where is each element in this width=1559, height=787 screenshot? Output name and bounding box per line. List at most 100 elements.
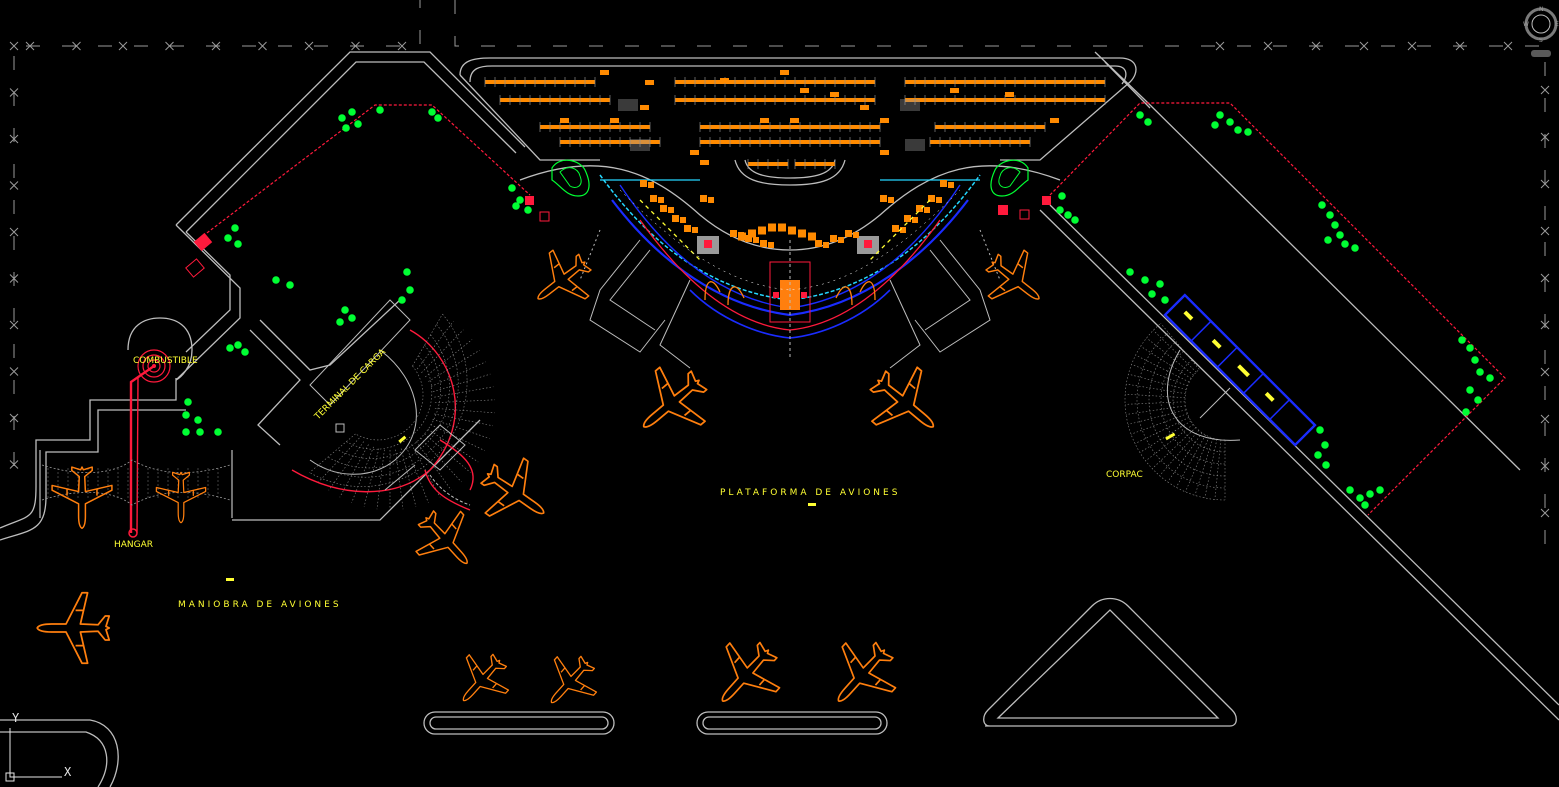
fan-spoke bbox=[351, 446, 374, 503]
terminal-seat bbox=[745, 235, 752, 242]
terminal-seat bbox=[730, 230, 737, 237]
tree-icon bbox=[234, 240, 242, 248]
apron-marking bbox=[639, 199, 931, 261]
tree-icon bbox=[342, 124, 350, 132]
tree-icon bbox=[1474, 396, 1482, 404]
tree-icon bbox=[272, 276, 280, 284]
terminal-seat bbox=[700, 195, 707, 202]
tree-icon bbox=[1351, 244, 1359, 252]
fan-spoke bbox=[427, 429, 479, 463]
fan-spoke bbox=[1130, 413, 1188, 435]
fan-spoke bbox=[421, 329, 464, 373]
terminal-seat bbox=[708, 197, 714, 203]
tree-icon bbox=[1326, 211, 1334, 219]
tree-icon bbox=[1346, 486, 1354, 494]
tree-icon bbox=[1148, 290, 1156, 298]
terminal-seat bbox=[648, 182, 654, 188]
terminal-seat bbox=[900, 227, 906, 233]
fence-marker bbox=[25, 41, 35, 51]
tree-icon bbox=[348, 108, 356, 116]
tree-icon bbox=[1056, 206, 1064, 214]
tree-icon bbox=[403, 268, 411, 276]
terminal-seat bbox=[692, 227, 698, 233]
parked-car bbox=[700, 160, 709, 165]
terminal-forecourt bbox=[459, 57, 1137, 251]
tree-icon bbox=[182, 411, 190, 419]
tree-icon bbox=[1366, 490, 1374, 498]
fence-marker bbox=[1540, 273, 1550, 283]
fan-spoke bbox=[1194, 438, 1214, 496]
fence-marker bbox=[9, 274, 19, 283]
parked-car bbox=[720, 78, 729, 83]
terminal-seat bbox=[948, 182, 954, 188]
fan-spoke bbox=[318, 437, 360, 483]
tree-icon bbox=[1211, 121, 1219, 129]
fence-marker bbox=[1263, 41, 1273, 51]
tree-icon bbox=[1471, 356, 1479, 364]
tree-icon bbox=[214, 428, 222, 436]
fan-spoke bbox=[1176, 434, 1206, 488]
corpac-label: CORPAC bbox=[1106, 470, 1143, 480]
tree-icon bbox=[1226, 118, 1234, 126]
terminal-seat bbox=[936, 197, 942, 203]
fan-spoke bbox=[376, 449, 385, 510]
ucs-icon bbox=[5, 728, 62, 782]
tree-icon bbox=[1318, 201, 1326, 209]
parked-car bbox=[690, 150, 699, 155]
left-fenced-area bbox=[185, 104, 550, 278]
fence-marker bbox=[9, 134, 19, 144]
fan-spoke bbox=[1125, 393, 1186, 398]
tree-icon bbox=[1336, 231, 1344, 239]
tree-icon bbox=[1058, 192, 1066, 200]
fan-spoke bbox=[406, 446, 429, 503]
fence-marker bbox=[9, 367, 19, 376]
terminal-seat bbox=[912, 217, 918, 223]
terminal-grid bbox=[619, 189, 961, 291]
tree-icon bbox=[1466, 386, 1474, 394]
tree-icon bbox=[1322, 461, 1330, 469]
tree-icon bbox=[224, 234, 232, 242]
fence-marker bbox=[1540, 461, 1550, 471]
parked-car bbox=[880, 150, 889, 155]
tree-icon bbox=[1324, 236, 1332, 244]
terminal-seat bbox=[928, 195, 935, 202]
parking-row bbox=[500, 98, 610, 102]
tree-icon bbox=[231, 224, 239, 232]
fence-marker bbox=[1311, 41, 1321, 51]
terminal-seat bbox=[853, 232, 859, 238]
fence-marker bbox=[1540, 414, 1550, 424]
compass-south: S bbox=[1539, 37, 1543, 44]
tree-icon bbox=[406, 286, 414, 294]
fan-spoke bbox=[339, 444, 369, 498]
tree-icon bbox=[286, 281, 294, 289]
fan-ring bbox=[346, 355, 433, 450]
fan-spoke bbox=[416, 441, 452, 491]
gate-seat bbox=[738, 232, 746, 241]
tree-icon bbox=[1476, 368, 1484, 376]
fence-marker bbox=[9, 181, 19, 190]
fan-spoke bbox=[1131, 364, 1188, 387]
terminal-seat bbox=[650, 195, 657, 202]
fan-spoke bbox=[1159, 430, 1200, 476]
parking-row bbox=[485, 80, 595, 84]
fan-spoke bbox=[412, 313, 443, 367]
fan-spoke bbox=[1126, 405, 1186, 415]
terminal-seat bbox=[684, 225, 691, 232]
parking-row bbox=[935, 125, 1045, 129]
view-compass-icon[interactable] bbox=[1524, 7, 1558, 57]
tree-icon bbox=[1458, 336, 1466, 344]
combustible-label: COMBUSTIBLE bbox=[133, 356, 198, 366]
fan-spoke bbox=[1152, 427, 1197, 469]
fence-marker bbox=[1540, 85, 1550, 95]
fence-marker bbox=[9, 320, 19, 330]
gate-seat bbox=[758, 226, 766, 235]
tree-icon bbox=[241, 348, 249, 356]
terminal-seat bbox=[838, 237, 844, 243]
terminal-seat bbox=[892, 225, 899, 232]
parked-car bbox=[1005, 92, 1014, 97]
terminal-seat bbox=[916, 205, 923, 212]
fan-spoke bbox=[1140, 346, 1192, 379]
tree-icon bbox=[508, 184, 516, 192]
tree-icon bbox=[1156, 280, 1164, 288]
